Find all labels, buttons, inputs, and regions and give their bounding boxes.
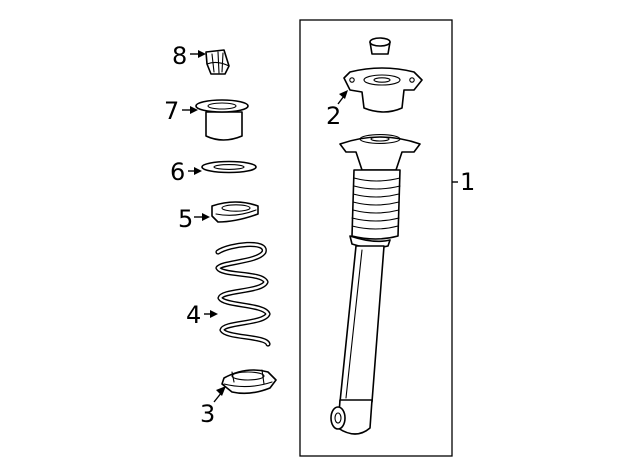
- coil-spring-part[interactable]: [215, 241, 271, 347]
- shock-absorber-part[interactable]: [330, 134, 421, 435]
- upper-spring-seat-part[interactable]: [211, 201, 259, 223]
- callout-7: 7: [164, 97, 179, 125]
- callout-leaders: [182, 50, 348, 403]
- callout-2: 2: [326, 102, 341, 130]
- washer-part[interactable]: [201, 160, 257, 174]
- callout-5: 5: [178, 205, 193, 233]
- callout-3: 3: [200, 400, 215, 428]
- assembly-frame: [299, 19, 453, 457]
- callout-6: 6: [170, 158, 185, 186]
- callout-1: 1: [460, 168, 475, 196]
- callout-4: 4: [186, 301, 201, 329]
- upper-mount-part[interactable]: [343, 37, 423, 113]
- bump-stop-part[interactable]: [195, 99, 249, 141]
- bump-stop-cap-part[interactable]: [205, 49, 230, 75]
- lower-spring-seat-part[interactable]: [221, 369, 277, 395]
- callout-8: 8: [172, 42, 187, 70]
